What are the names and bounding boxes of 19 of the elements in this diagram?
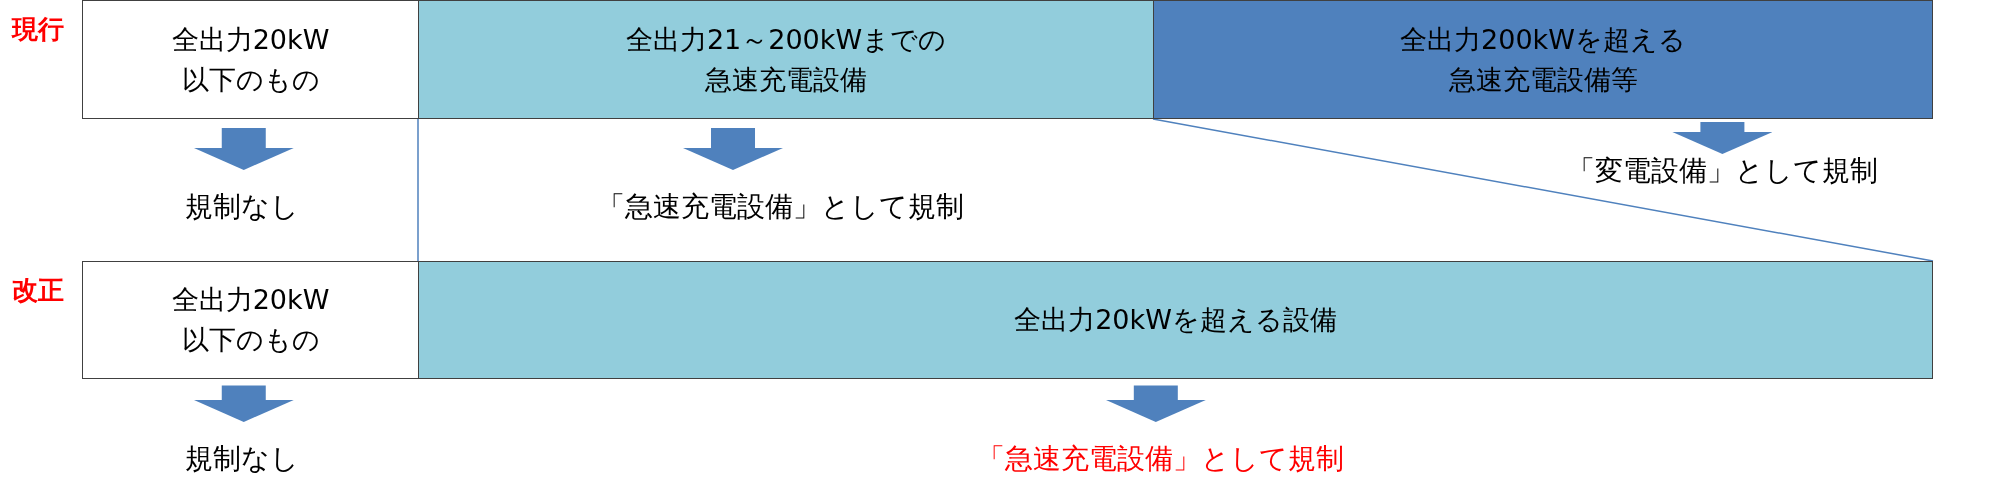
connector-line — [417, 118, 419, 262]
result-text: 規制なし — [185, 422, 299, 476]
row-label: 改正 — [12, 274, 64, 307]
result-text: 「急速充電設備」として規制 — [596, 170, 964, 224]
result-text: 「変電設備」として規制 — [1566, 154, 1878, 188]
result-text: 「急速充電設備」として規制 — [976, 422, 1344, 476]
category-box: 全出力200kWを超える急速充電設備等 — [1153, 0, 1933, 119]
block-arrow — [193, 128, 294, 170]
block-arrow — [1672, 122, 1773, 154]
block-arrow — [193, 385, 294, 422]
row-label: 現行 — [12, 13, 64, 46]
category-box: 全出力20kW以下のもの — [82, 261, 419, 379]
block-arrow — [683, 128, 783, 170]
category-box: 全出力20kWを超える設備 — [418, 261, 1933, 379]
category-box: 全出力20kW以下のもの — [82, 0, 419, 119]
category-box: 全出力21～200kWまでの急速充電設備 — [418, 0, 1154, 119]
block-arrow — [1105, 385, 1206, 422]
result-text: 規制なし — [185, 170, 299, 224]
connector-line — [1152, 118, 1934, 262]
